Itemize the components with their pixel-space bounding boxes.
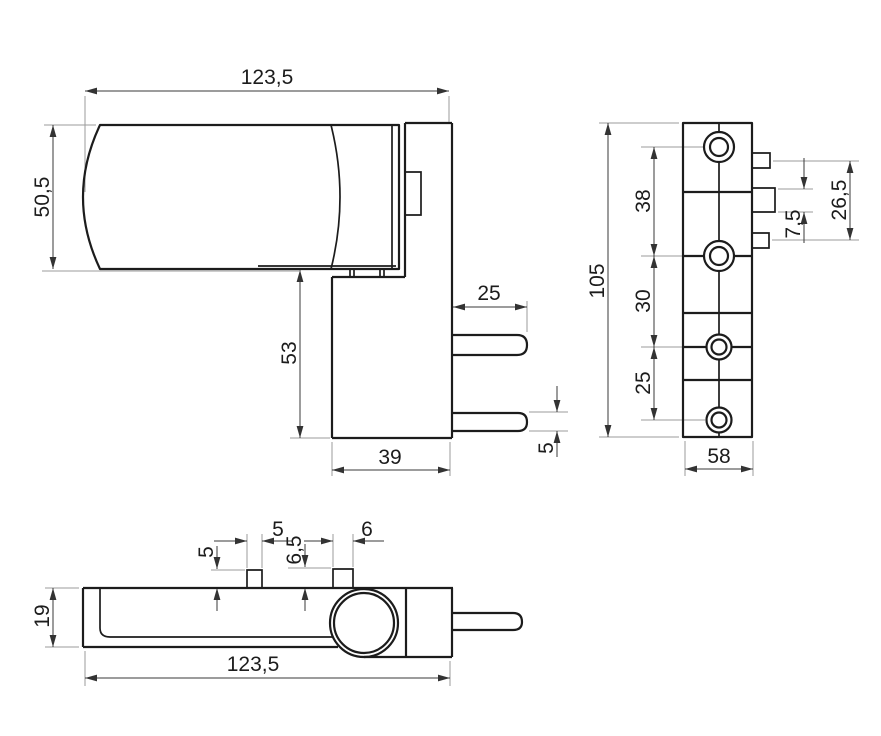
dim-side-overall-width: 123,5 [241, 66, 294, 89]
dim-side-lower-body-width: 39 [378, 446, 401, 469]
bottom-tab-a [246, 569, 263, 588]
dim-bottom-tab-a-height: 5 [195, 546, 218, 558]
screw-hole-4 [705, 406, 733, 434]
screw-hole-1 [702, 130, 736, 164]
cap-bottom-feet [349, 270, 385, 277]
dim-front-hole-pitch-middle: 30 [632, 289, 655, 312]
screw-hole-2 [702, 239, 736, 273]
bottom-pin [452, 611, 524, 632]
dim-bottom-tab-b-height: 6,5 [283, 535, 306, 564]
dim-front-overall-width: 58 [707, 445, 730, 468]
mounting-pin-lower [452, 411, 529, 433]
bottom-view-dimension-lines [49, 537, 450, 682]
side-view: 123,5 50,5 53 25 39 5 [31, 66, 568, 476]
dim-front-lug-span: 26,5 [828, 180, 851, 221]
lug-top [752, 152, 771, 169]
side-lugs [752, 152, 776, 249]
lug-middle [752, 187, 776, 213]
dim-front-lug-height: 7,5 [782, 209, 805, 238]
frame-plate-lug [405, 171, 422, 216]
dim-front-hole-pitch-bottom: 25 [632, 371, 655, 394]
dim-bottom-overall-length: 123,5 [227, 653, 280, 676]
screw-hole-3 [705, 333, 733, 361]
bottom-tab-b [332, 568, 354, 588]
dim-side-pin-thickness: 5 [535, 442, 558, 454]
plate-section-lines [683, 190, 752, 382]
bottom-view: 5 5 6,5 6 19 123,5 [31, 518, 524, 686]
hinge-cap-outline [82, 123, 401, 271]
bottom-profile-outline [81, 586, 453, 649]
dim-front-hole-pitch-top: 38 [632, 189, 655, 212]
dim-bottom-tab-a-width: 5 [272, 518, 284, 541]
frame-plate-outline [681, 121, 754, 439]
side-view-dimension-lines [49, 87, 561, 474]
bottom-right-section [364, 588, 454, 659]
dim-front-overall-height: 105 [586, 263, 609, 298]
dim-side-lower-body-height: 53 [278, 341, 301, 364]
dim-side-cap-height: 50,5 [31, 177, 54, 218]
mounting-pin-upper [452, 333, 529, 357]
front-view: 105 38 30 25 58 7,5 26,5 [586, 121, 859, 476]
dim-side-pin-length: 25 [477, 282, 500, 305]
frame-plate-edge-view [403, 121, 454, 438]
lug-bottom [752, 232, 770, 249]
front-view-dimension-lines [604, 123, 854, 473]
bottom-view-extension-lines [45, 534, 451, 686]
cap-curvature-arc [330, 124, 341, 270]
hinge-barrel [328, 587, 400, 659]
screw-holes [702, 130, 736, 434]
lower-body-outline [330, 275, 452, 440]
dim-bottom-tab-b-width: 6 [361, 518, 373, 541]
dim-bottom-profile-height: 19 [31, 604, 54, 627]
